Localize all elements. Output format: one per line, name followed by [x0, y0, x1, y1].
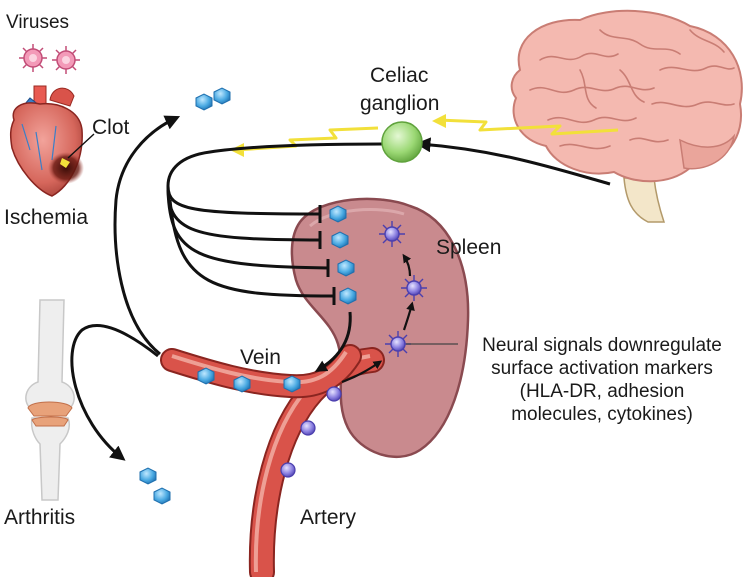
clot-label: Clot	[92, 116, 130, 139]
artery-label: Artery	[300, 506, 357, 529]
heart-icon	[9, 85, 95, 197]
celiac-label-line1: Celiac	[370, 64, 429, 87]
vein-label: Vein	[240, 346, 281, 369]
immune-cell-icon	[280, 221, 427, 478]
cytokine-icon	[139, 87, 357, 505]
neural-signals-callout: Neural signals downregulate surface acti…	[462, 334, 742, 426]
arthritis-label: Arthritis	[4, 506, 76, 529]
knee-joint-icon	[25, 299, 75, 501]
callout-line-3: (HLA-DR, adhesion	[519, 381, 685, 402]
spleen-label: Spleen	[436, 236, 502, 259]
brain-icon	[510, 9, 743, 223]
callout-line-4: molecules, cytokines)	[511, 404, 693, 425]
callout-line-1: Neural signals downregulate	[482, 335, 722, 356]
nerve-fibers	[70, 115, 611, 461]
ganglion-icon	[381, 121, 423, 163]
spleen-organ	[290, 197, 470, 459]
celiac-label-line2: ganglion	[360, 92, 440, 115]
viruses-label: Viruses	[6, 12, 70, 33]
lightning-bolt-icon	[230, 126, 379, 157]
ischemia-label: Ischemia	[4, 206, 89, 229]
inhibition-icon	[318, 205, 336, 305]
virus-icon	[19, 44, 80, 74]
lightning-bolt-icon	[432, 114, 619, 136]
callout-line-2: surface activation markers	[491, 358, 713, 379]
